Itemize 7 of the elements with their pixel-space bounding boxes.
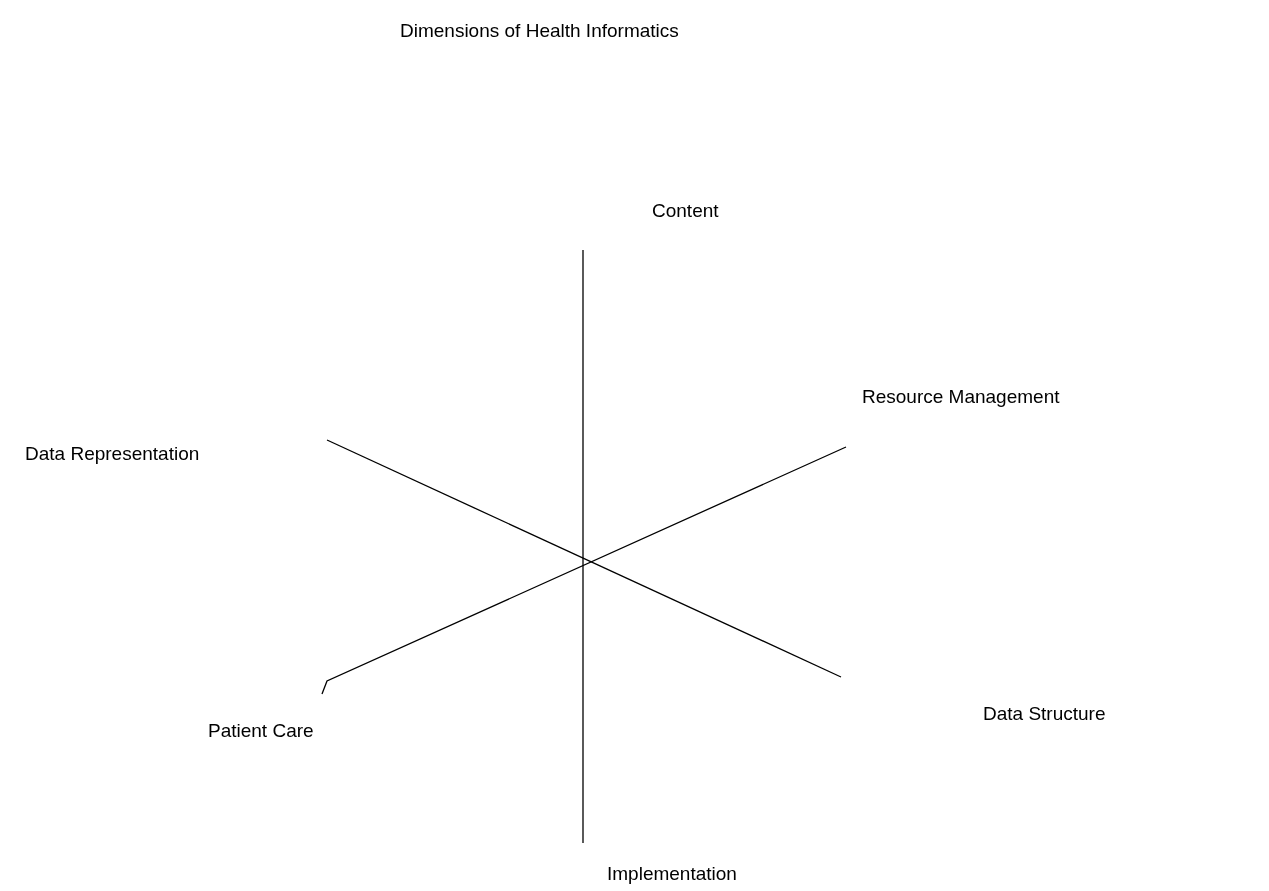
axis-label: Data Representation [25, 443, 200, 465]
axis-label: Data Structure [983, 703, 1106, 725]
axis-label: Resource Management [862, 386, 1060, 408]
axis-label: Content [652, 200, 719, 222]
diagram-title: Dimensions of Health Informatics [400, 20, 679, 42]
axis-label: Patient Care [208, 720, 314, 742]
axis-label: Implementation [607, 863, 737, 885]
